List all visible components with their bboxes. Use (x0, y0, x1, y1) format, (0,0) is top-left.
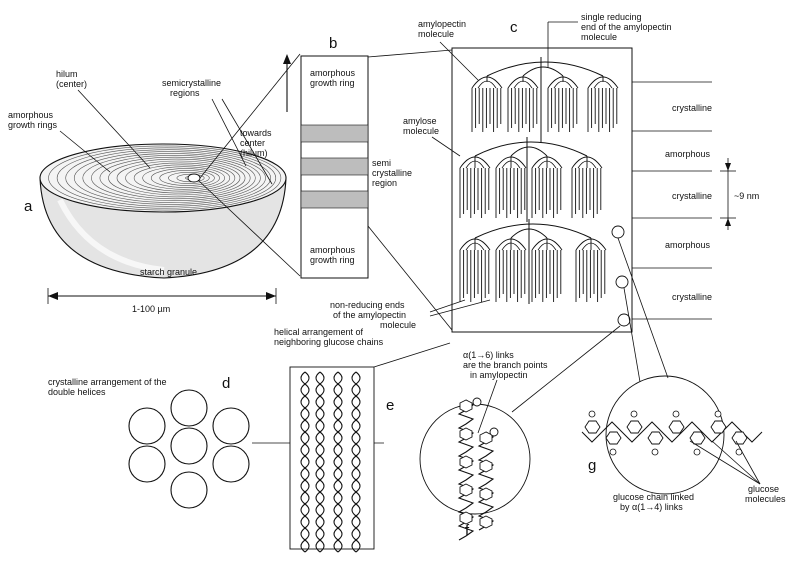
amylose-label-line1: amylose (403, 116, 437, 126)
connector-c-f (511, 325, 621, 413)
top-ring-label-line1: amorphous (310, 68, 356, 78)
non-reducing-line2: of the amylopectin (333, 310, 406, 320)
molecule-leader-2 (711, 440, 761, 485)
panel-c-letter: c (510, 19, 518, 36)
panel-f-caption-line3: in amylopectin (470, 370, 528, 380)
chain-zoom-circle (605, 375, 725, 495)
glucose-molecules-line1: glucose (748, 484, 779, 494)
panel-e-caption-line2: neighboring glucose chains (274, 337, 384, 347)
top-ring-label-line2: growth ring (310, 78, 355, 88)
non-reducing-line1: non-reducing ends (330, 300, 405, 310)
amylopectin-clusters (459, 57, 619, 304)
crystalline-band-3 (300, 190, 369, 209)
panel-f-letter: f (465, 522, 470, 539)
semicrystalline-leader-2 (221, 98, 273, 185)
zoom-circle-3 (617, 313, 631, 327)
panel-f-caption-line1: α(1→6) links (463, 350, 514, 360)
connector-c-g-1 (617, 237, 669, 379)
branch-point-chains (457, 397, 499, 541)
layer-crystalline-3: crystalline (672, 292, 712, 302)
layer-amorphous-2: amorphous (665, 240, 711, 250)
semi-region-label-line2: crystalline (372, 168, 412, 178)
layer-crystalline-1: crystalline (672, 103, 712, 113)
connector-a-b-bottom (197, 179, 301, 277)
granule-label: starch granule (140, 267, 197, 277)
panel-g-chain-line2: by α(1→4) links (620, 502, 683, 512)
dimension-label: ~9 nm (734, 191, 759, 201)
granule-hemisphere (39, 143, 287, 279)
layer-crystalline-2: crystalline (672, 191, 712, 201)
glucose-chain-helices (300, 371, 361, 553)
panel-e-letter: e (386, 397, 394, 414)
panel-g-chain-line1: glucose chain linked (613, 492, 694, 502)
non-reducing-leader-2 (429, 299, 491, 317)
reducing-end-line2: end of the amylopectin (581, 22, 672, 32)
connector-b-c-bottom (367, 225, 453, 331)
double-helix-arrangement (128, 389, 250, 509)
layer-amorphous-1: amorphous (665, 149, 711, 159)
hilum-leader (77, 89, 151, 169)
panel-e-caption-line1: helical arrangement of (274, 327, 364, 337)
semicrystalline-label-line2: regions (170, 88, 200, 98)
panel-d-caption-line1: crystalline arrangement of the (48, 377, 167, 387)
molecule-leader-1 (735, 440, 761, 485)
amylopectin-leader (439, 41, 479, 81)
size-label: 1-100 µm (132, 304, 170, 314)
crystalline-band-2 (300, 157, 369, 176)
glucose-molecules-line2: molecules (745, 494, 786, 504)
panel-a-letter: a (24, 198, 33, 215)
panel-f-caption-line2: are the branch points (463, 360, 548, 370)
amorphous-rings-leader (59, 130, 111, 173)
towards-center-line3: (hilum) (240, 148, 268, 158)
bottom-ring-label-line2: growth ring (310, 255, 355, 265)
growth-rings (39, 143, 287, 213)
connector-e-c (373, 342, 451, 368)
panel-d-letter: d (222, 375, 230, 392)
glucose-chain (581, 410, 763, 456)
panel-b-letter: b (329, 35, 337, 52)
connector-a-b-top (199, 53, 301, 179)
semi-region-label-line3: region (372, 178, 397, 188)
amylopectin-label-line2: molecule (418, 29, 454, 39)
bottom-ring-label-line1: amorphous (310, 245, 356, 255)
amylose-leader (431, 136, 461, 157)
reducing-end-line1: single reducing (581, 12, 642, 22)
panel-g-letter: g (588, 457, 596, 474)
layer-lines (632, 81, 712, 320)
crystalline-band-1 (300, 124, 369, 143)
molecule-leader-3 (689, 440, 761, 485)
amylose-label-line2: molecule (403, 126, 439, 136)
connector-b-c-top (367, 49, 453, 58)
towards-center-line1: towards (240, 128, 272, 138)
amylopectin-label-line1: amylopectin (418, 19, 466, 29)
branch-link-leader (477, 379, 498, 434)
panel-d-caption-line2: double helices (48, 387, 106, 397)
reducing-end-line3: molecule (581, 32, 617, 42)
semi-region-label-line1: semi (372, 158, 391, 168)
hilum-label-line2: (center) (56, 79, 87, 89)
towards-center-line2: center (240, 138, 265, 148)
non-reducing-line3: molecule (380, 320, 416, 330)
amorphous-rings-label-line2: growth rings (8, 120, 58, 130)
non-reducing-leader-1 (429, 299, 466, 313)
zoom-circle-2 (615, 275, 629, 289)
semicrystalline-label-line1: semicrystalline (162, 78, 221, 88)
connector-c-g-2 (623, 287, 641, 383)
amorphous-rings-label-line1: amorphous (8, 110, 54, 120)
branch-zoom-circle (419, 403, 531, 515)
semicrystalline-leader-1 (211, 98, 247, 167)
hilum-marker (187, 173, 201, 183)
hilum-label-line1: hilum (56, 69, 78, 79)
